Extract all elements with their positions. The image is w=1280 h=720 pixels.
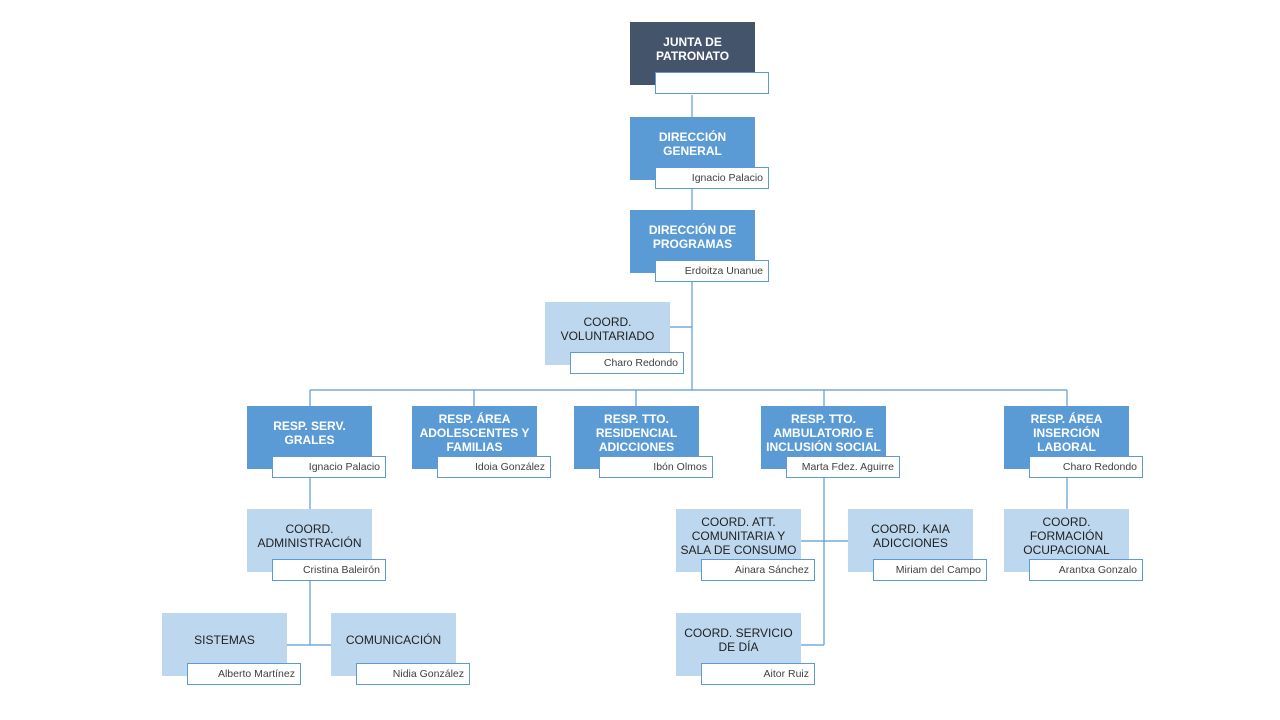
- node-person-name: Cristina Baleirón: [272, 559, 386, 581]
- node-person-name: Arantxa Gonzalo: [1029, 559, 1143, 581]
- node-person-name: Idoia González: [437, 456, 551, 478]
- node-title: RESP. ÁREA INSERCIÓN LABORAL: [1004, 406, 1129, 469]
- node-person-name: Miriam del Campo: [873, 559, 987, 581]
- node-person-name: Marta Fdez. Aguirre: [786, 456, 900, 478]
- node-person-name: Ainara Sánchez: [701, 559, 815, 581]
- node-person-name: Nidia González: [356, 663, 470, 685]
- node-person-name: Ignacio Palacio: [655, 167, 769, 189]
- node-person-name: Aitor Ruiz: [701, 663, 815, 685]
- node-person-name: Ibón Olmos: [599, 456, 713, 478]
- node-person-name: Charo Redondo: [570, 352, 684, 374]
- node-person-name: [655, 72, 769, 94]
- node-person-name: Erdoitza Unanue: [655, 260, 769, 282]
- node-person-name: Alberto Martínez: [187, 663, 301, 685]
- node-person-name: Ignacio Palacio: [272, 456, 386, 478]
- node-person-name: Charo Redondo: [1029, 456, 1143, 478]
